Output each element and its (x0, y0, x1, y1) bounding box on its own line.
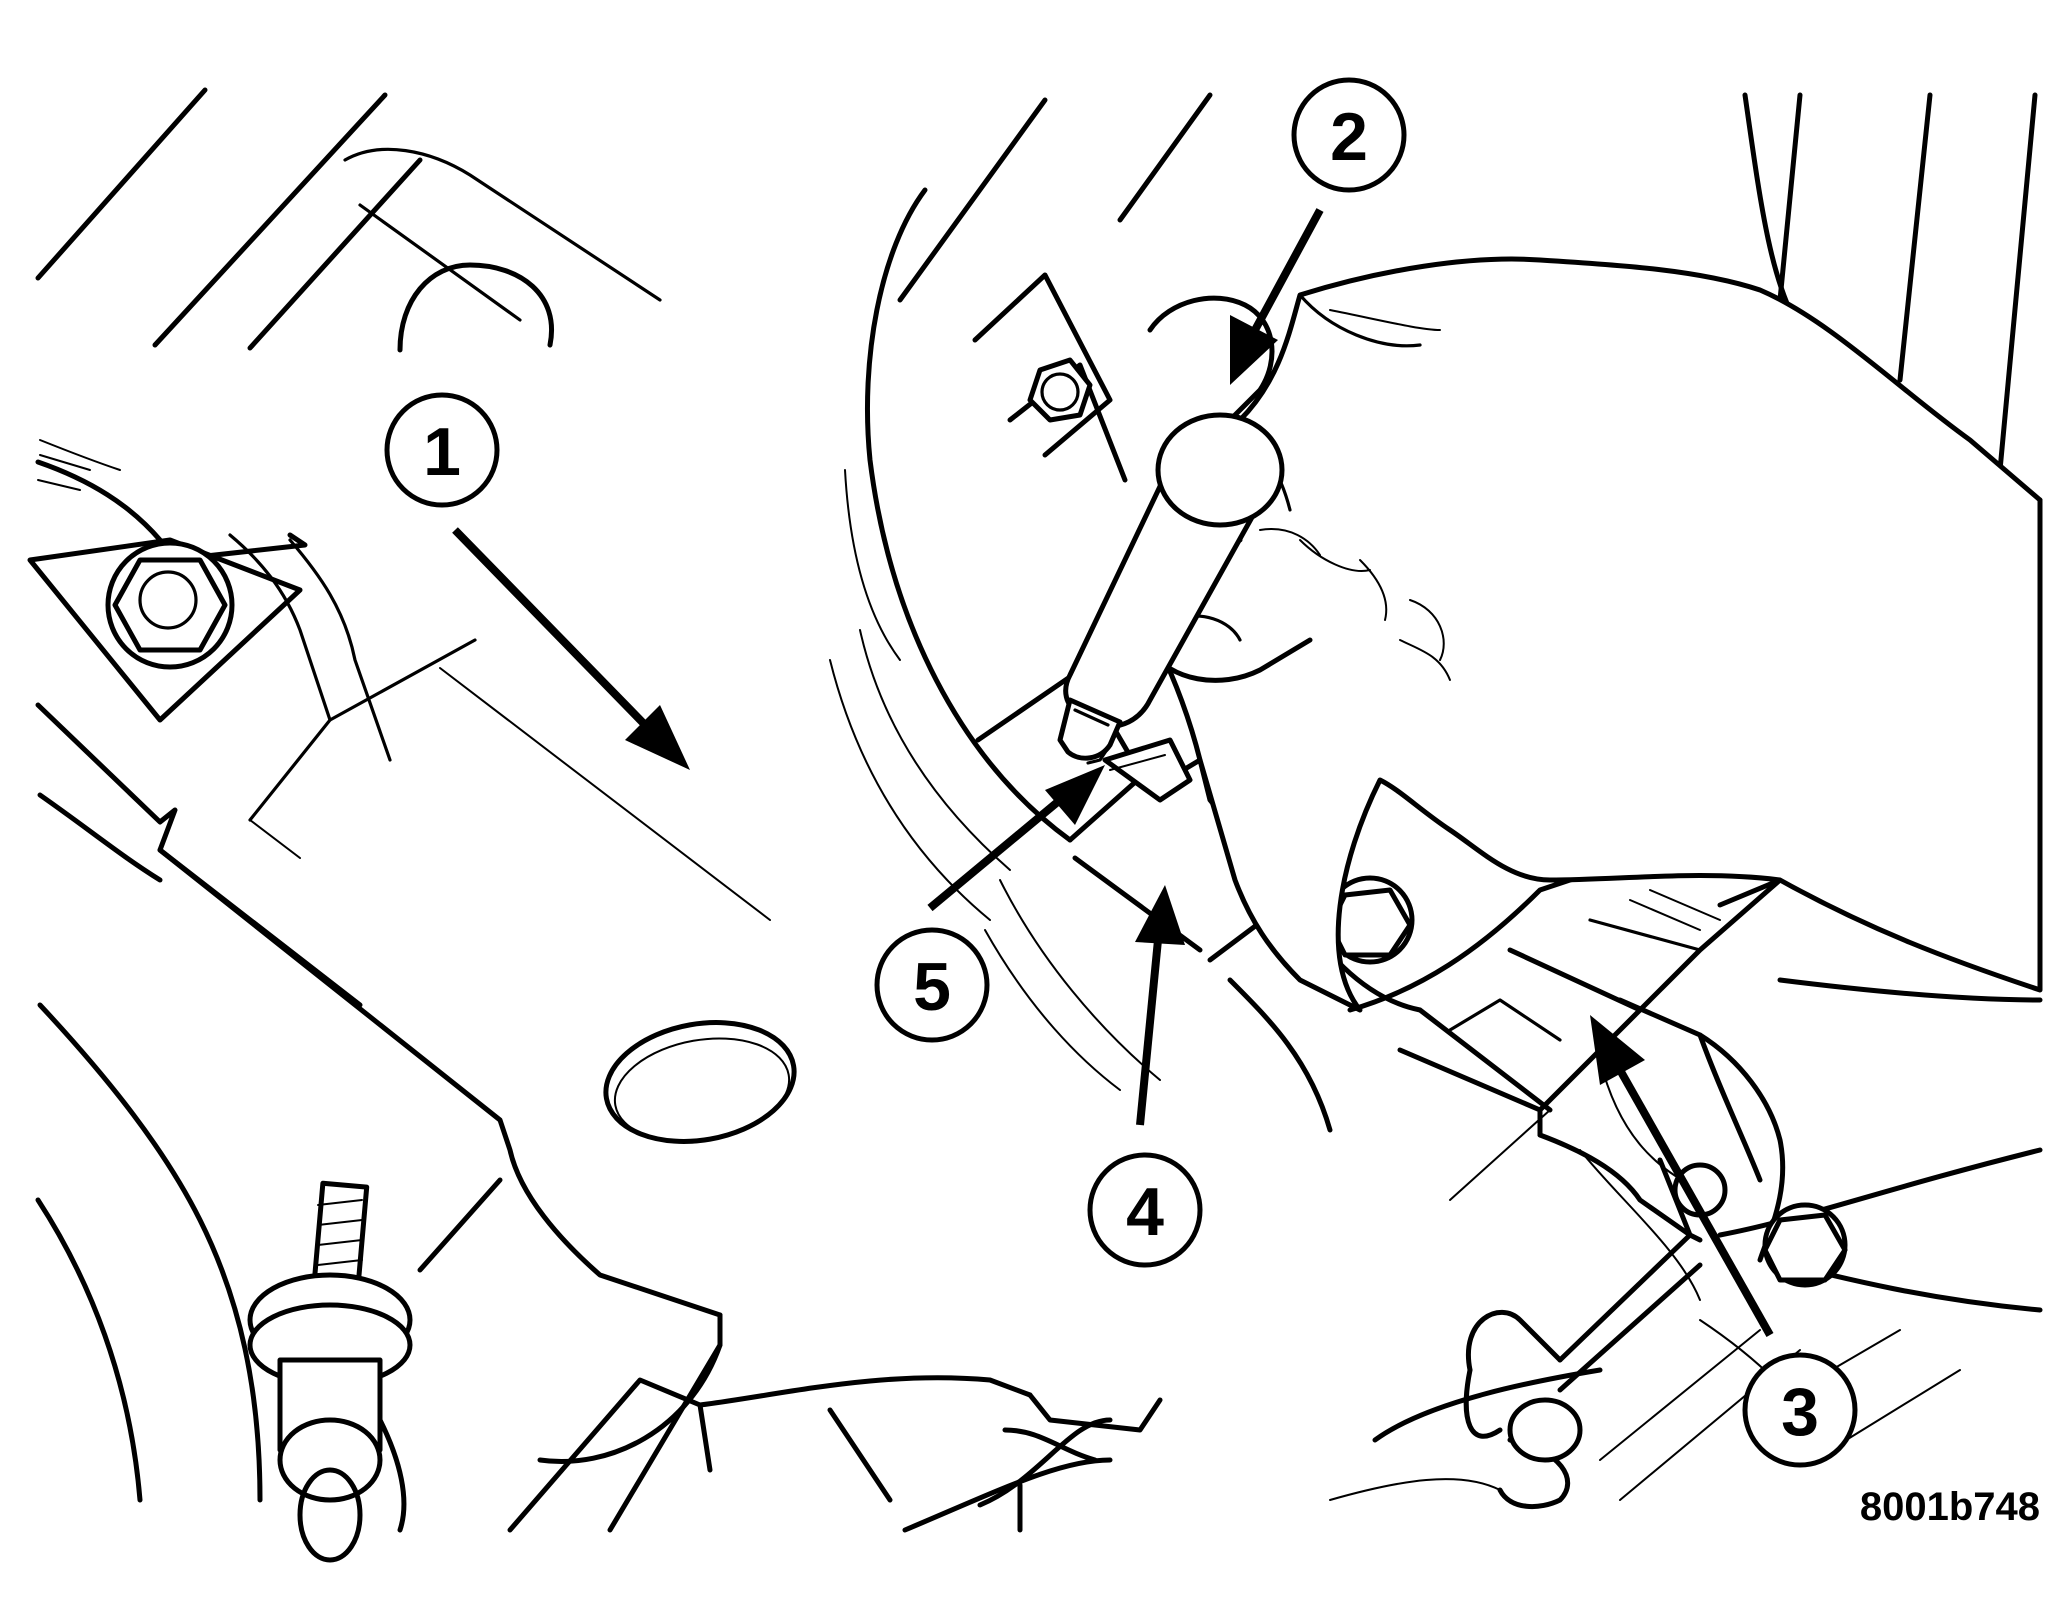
arrow-2 (1251, 208, 1324, 332)
arrow-5-head (1045, 765, 1105, 825)
callout-3-label: 3 (1781, 1374, 1819, 1450)
callout-2-label: 2 (1330, 99, 1368, 175)
bolt-lower-right (1762, 1202, 1848, 1288)
bolt-upper-left (27, 537, 303, 723)
callout-5: 5 (874, 927, 990, 1043)
figure-id: 8001b748 (1860, 1485, 2040, 1529)
arrow-3-head (1590, 1015, 1645, 1085)
arrow-5 (927, 796, 1063, 912)
callout-1: 1 (384, 392, 500, 508)
arrow-3 (1616, 1068, 1774, 1337)
arrow-4-head (1135, 885, 1185, 945)
arrow-2-head (1230, 315, 1278, 385)
callout-3: 3 (1742, 1352, 1858, 1468)
callout-1-label: 1 (423, 414, 461, 490)
engine-structure (27, 87, 2043, 1563)
arrow-1-head (625, 705, 690, 770)
callout-4-label: 4 (1126, 1174, 1164, 1250)
bolt-bracket-top (1027, 357, 1093, 423)
arrow-1 (452, 527, 653, 733)
callout-4: 4 (1087, 1152, 1203, 1268)
punch-tool (1057, 412, 1285, 803)
callout-2: 2 (1291, 77, 1407, 193)
hand (1141, 256, 2043, 1013)
callout-5-label: 5 (913, 949, 951, 1025)
stud-lower-left (247, 1180, 413, 1563)
callout-arrows (452, 208, 1774, 1337)
arrow-4 (1136, 939, 1162, 1126)
